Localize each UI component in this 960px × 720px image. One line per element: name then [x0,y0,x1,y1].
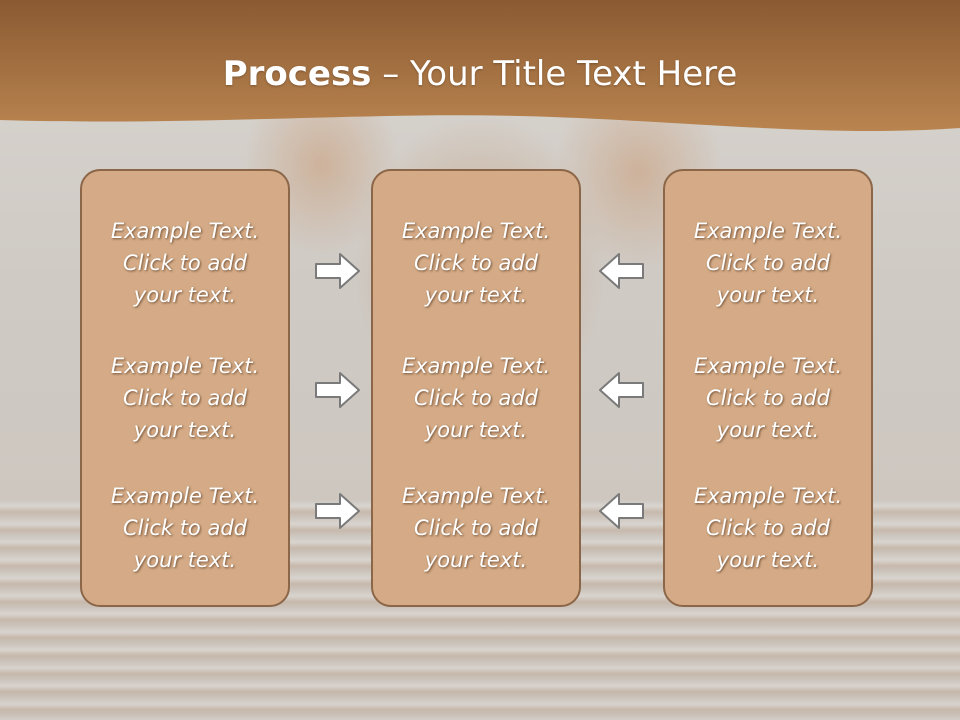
arrow-left-icon [599,493,644,529]
text-block[interactable]: Example Text. Click to add your text. [82,480,288,576]
text-line: Example Text. [693,484,843,508]
text-line: Example Text. [110,219,260,243]
text-block[interactable]: Example Text. Click to add your text. [373,480,579,576]
arrow-right-icon [315,253,360,289]
text-block[interactable]: Example Text. Click to add your text. [373,215,579,311]
text-line: your text. [716,548,820,572]
text-line: your text. [133,548,237,572]
text-line: Click to add [122,516,247,540]
text-block[interactable]: Example Text. Click to add your text. [665,350,871,446]
panel-left[interactable]: Example Text. Click to add your text. Ex… [80,169,290,607]
text-line: Example Text. [401,219,551,243]
text-line: Click to add [413,386,538,410]
text-line: Example Text. [693,219,843,243]
text-line: your text. [716,418,820,442]
panel-right[interactable]: Example Text. Click to add your text. Ex… [663,169,873,607]
arrow-left-icon [599,372,644,408]
text-line: your text. [133,418,237,442]
title-rest-text: – Your Title Text Here [371,54,738,94]
text-line: Click to add [122,386,247,410]
text-line: your text. [424,418,528,442]
arrow-right-icon [315,372,360,408]
text-line: Click to add [413,251,538,275]
arrow-left-icon [599,253,644,289]
panel-center[interactable]: Example Text. Click to add your text. Ex… [371,169,581,607]
title-bold-text: Process [222,54,372,94]
text-line: your text. [424,548,528,572]
text-line: Click to add [705,516,830,540]
text-line: Example Text. [401,354,551,378]
arrow-right-icon [315,493,360,529]
text-line: Example Text. [401,484,551,508]
slide-title[interactable]: Process – Your Title Text Here [0,52,960,96]
header-band [0,0,960,131]
text-line: Example Text. [693,354,843,378]
text-block[interactable]: Example Text. Click to add your text. [82,350,288,446]
text-line: Example Text. [110,354,260,378]
text-line: Click to add [705,251,830,275]
text-block[interactable]: Example Text. Click to add your text. [82,215,288,311]
text-line: Click to add [413,516,538,540]
text-line: your text. [424,283,528,307]
text-block[interactable]: Example Text. Click to add your text. [665,480,871,576]
text-block[interactable]: Example Text. Click to add your text. [373,350,579,446]
text-line: Click to add [705,386,830,410]
text-block[interactable]: Example Text. Click to add your text. [665,215,871,311]
text-line: Example Text. [110,484,260,508]
text-line: Click to add [122,251,247,275]
text-line: your text. [133,283,237,307]
text-line: your text. [716,283,820,307]
